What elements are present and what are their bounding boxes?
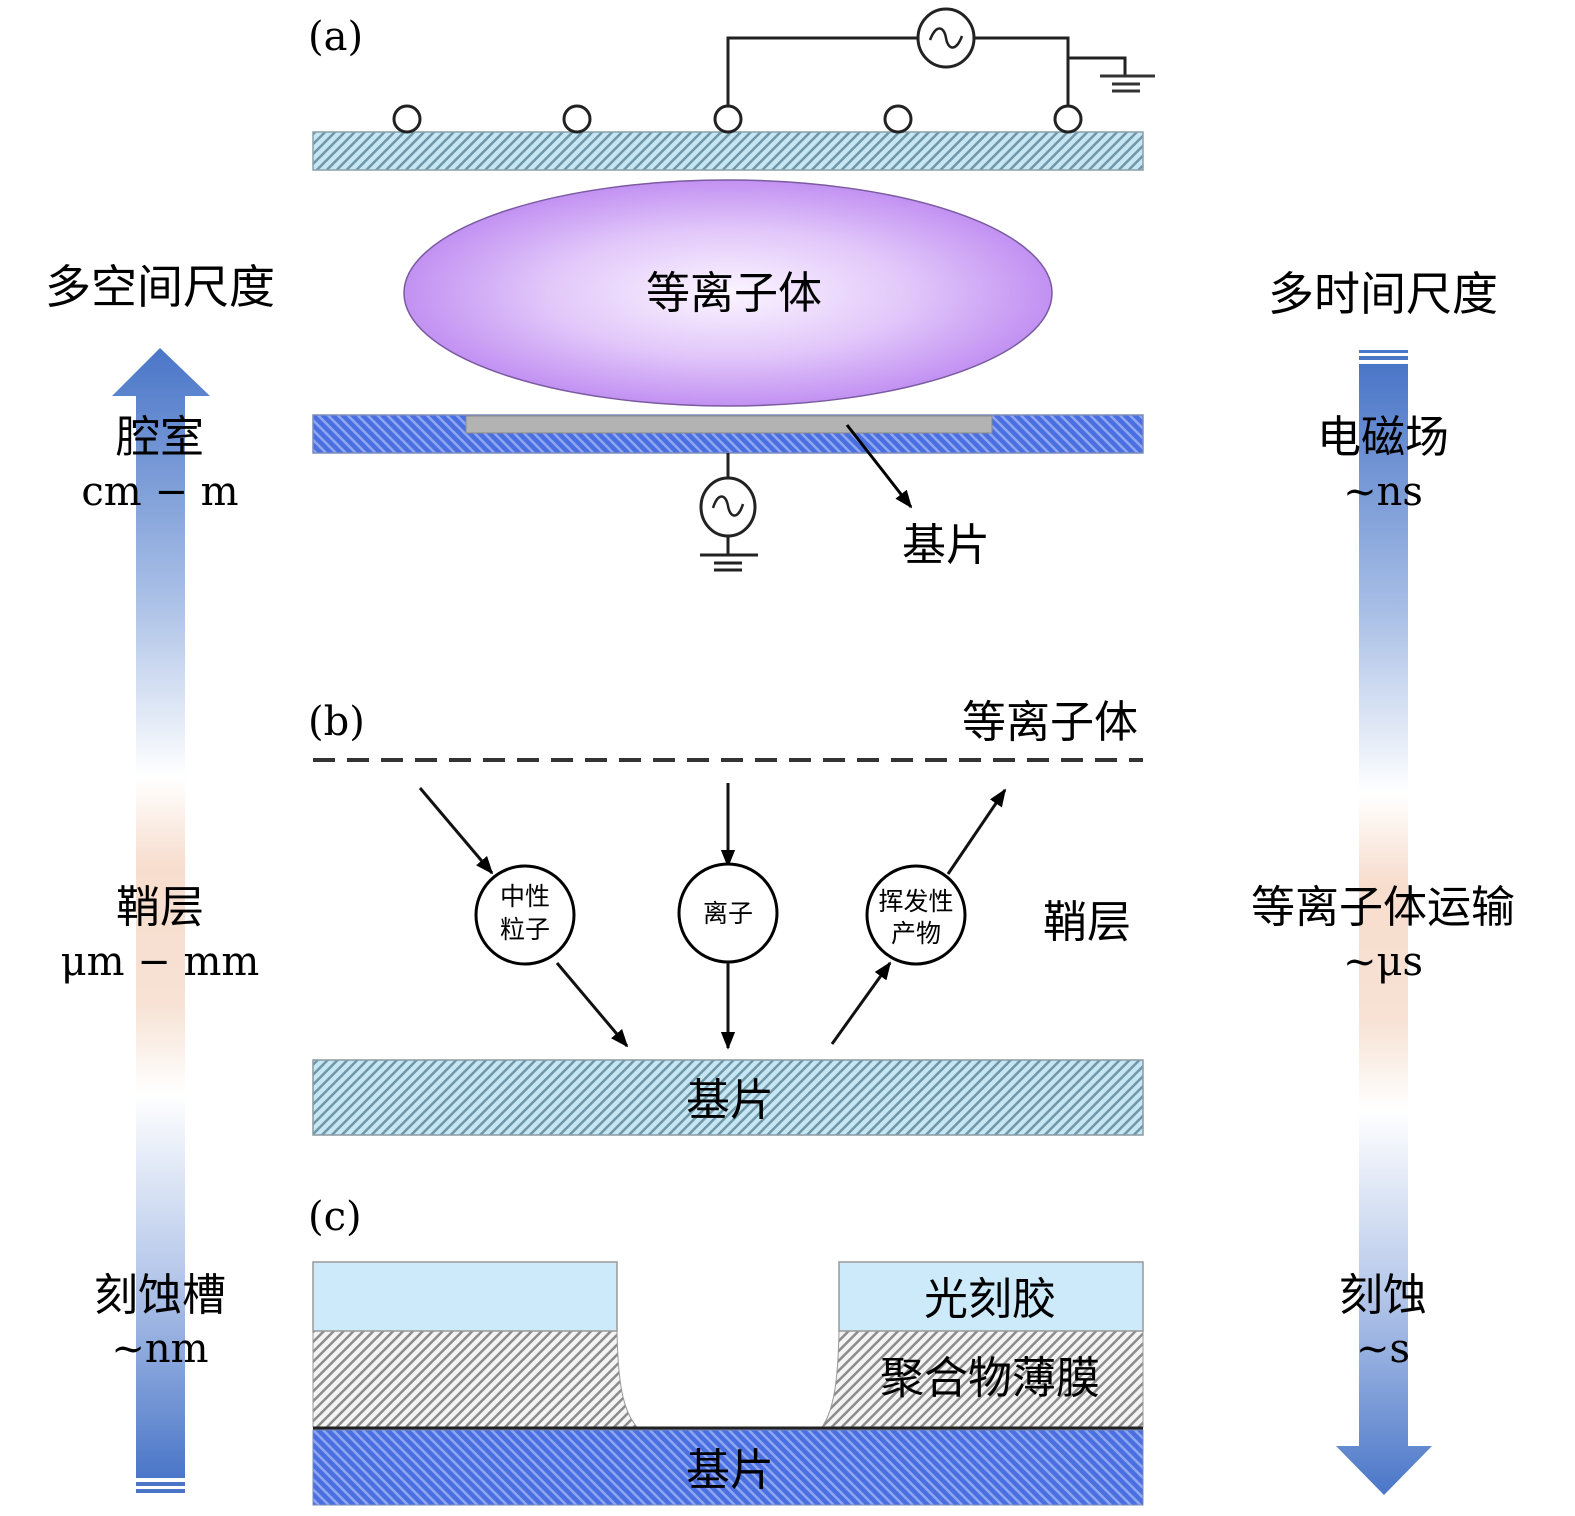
level-name-sheath: 鞘层 [116,882,204,933]
sheath-substrate-label: 基片 [686,1075,774,1126]
coil-ground-icon [1100,74,1155,93]
bias-ac-source-icon [699,476,757,538]
level-name-trench: 刻蚀槽 [94,1270,226,1321]
coil-turn-icon [713,104,743,134]
photoresist-right [838,1261,1144,1332]
arrow-tail-stripe [1359,356,1408,360]
level-range-sheath: μm − mm [61,939,260,985]
spatial-scale-axis: 多空间尺度 腔室 cm − m 鞘层 μm − mm 刻蚀槽 ~nm [45,260,275,1493]
panel-b-label: (b) [308,699,365,745]
spatial-scale-arrow-icon [112,348,210,1478]
coil-turn-icon [562,104,592,134]
level-name-chamber: 腔室 [116,412,204,463]
sheath-label: 鞘层 [1043,897,1131,948]
photoresist-left [312,1261,618,1332]
level-name-etching: 刻蚀 [1339,1270,1427,1321]
level-range-trench: ~nm [111,1326,208,1372]
panel-a-label: (a) [308,14,363,60]
arrow-tail-stripe [136,1482,185,1486]
plasma-ellipse [403,179,1053,407]
arrow-tail-stripe [136,1489,185,1493]
coil-turn-icon [883,104,913,134]
panel-b-sheath: (b) 等离子体 中性 粒子 离子 挥发性 产物 鞘层 基片 [308,697,1144,1136]
time-scale-arrow-icon [1336,364,1432,1495]
substrate-pointer-arrow [845,424,913,509]
polymer-film-label: 聚合物薄膜 [880,1353,1100,1404]
level-range-plasma-transport: ~μs [1343,939,1423,985]
ion-particle-label: 离子 [703,899,753,928]
dielectric-window [312,131,1144,171]
time-scale-axis: 多时间尺度 电磁场 ~ns 等离子体运输 ~μs 刻蚀 ~s [1251,267,1515,1495]
bias-ground-icon [700,553,758,572]
coil-turn-icon [1053,104,1083,134]
neutral-particle-line1: 中性 [500,882,550,911]
wafer [465,415,993,434]
neutral-particle-line2: 粒子 [500,915,550,944]
level-range-chamber: cm − m [81,469,238,515]
volatile-product-particle [865,864,967,966]
plasma-label: 等离子体 [646,268,822,319]
coil-turn-icon [392,104,422,134]
coil-ac-source-icon [916,7,976,69]
neutral-incoming-arrow [418,787,494,875]
trench-substrate [312,1429,1144,1506]
neutral-reflected-arrow [555,962,629,1048]
coil-rf-circuit [726,36,1127,108]
sheath-substrate [312,1059,1144,1136]
spatial-scale-title: 多空间尺度 [45,260,275,314]
level-range-etching: ~s [1356,1326,1410,1372]
volatile-product-line1: 挥发性 [878,887,953,916]
substrate-label: 基片 [902,520,990,571]
arrow-tail-stripe [1359,350,1408,353]
panel-a-reactor: (a) 等离子体 [308,7,1155,572]
level-range-em-field: ~ns [1343,469,1423,515]
coil-turns [392,104,1083,134]
panel-c-label: (c) [308,1194,362,1240]
level-name-em-field: 电磁场 [1317,412,1449,463]
volatile-product-line2: 产物 [891,919,941,948]
time-scale-title: 多时间尺度 [1268,267,1498,321]
level-name-plasma-transport: 等离子体运输 [1251,882,1515,933]
product-escaping-arrow [946,788,1007,875]
panel-c-trench: (c) 光刻胶 聚合物薄膜 基片 [308,1194,1144,1506]
product-rising-arrow [830,961,892,1045]
plasma-boundary-label: 等离子体 [962,697,1138,748]
neutral-particle [474,864,576,966]
polymer-film [312,1330,639,1428]
photoresist-label: 光刻胶 [924,1274,1056,1325]
trench-substrate-label: 基片 [686,1445,774,1496]
